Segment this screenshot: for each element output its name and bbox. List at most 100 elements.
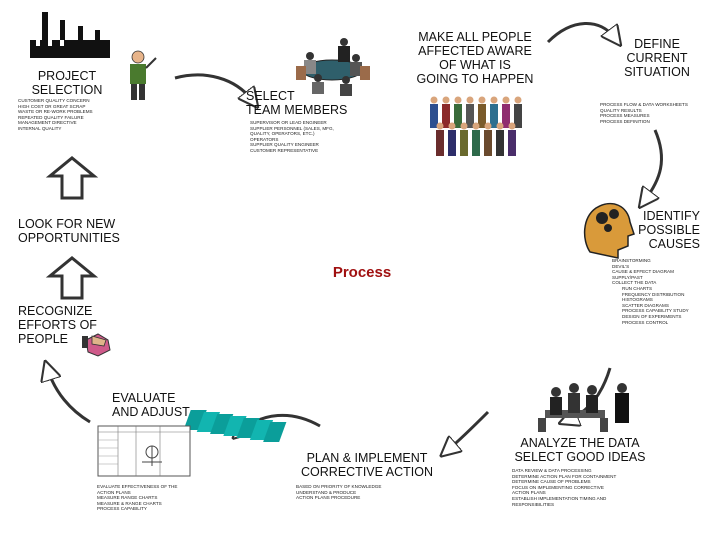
analysis-team-icon bbox=[538, 383, 629, 432]
identify-causes-bullets: BRAINSTORMING DEVIL'S CAUSE & EFFECT DIA… bbox=[612, 258, 689, 325]
list-item: CUSTOMER REPRESENTATIVE bbox=[250, 147, 319, 153]
heading-line: SELECTION bbox=[31, 83, 103, 97]
list-item: MEASURE & RANGE CHARTS bbox=[97, 500, 162, 506]
analyze-data-bullets: DATA REVIEW & DATA PROCESSING DETERMINE … bbox=[512, 468, 616, 507]
list-item: OPERATORS bbox=[250, 136, 279, 142]
list-item: SUPERVISOR OR LEAD ENGINEER bbox=[250, 120, 327, 125]
heading-line: MAKE ALL PEOPLE bbox=[418, 30, 532, 44]
curved-arrow-icon bbox=[645, 129, 664, 200]
heading-line: AND ADJUST bbox=[112, 405, 190, 419]
people-crowd-icon bbox=[430, 96, 522, 156]
list-item: RESPONSIBILITIES bbox=[512, 501, 555, 507]
select-team-heading: SELECT TEAM MEMBERS bbox=[246, 89, 347, 117]
list-item: PROCESS FLOW & DATA WORKSHEETS bbox=[600, 102, 688, 107]
list-item: SUPPLIER PERSONNEL (SALES, MFG, bbox=[250, 125, 334, 131]
handshake-icon bbox=[82, 333, 111, 357]
heading-line: EVALUATE bbox=[112, 391, 176, 405]
list-item: COLLECT THE DATA bbox=[612, 280, 657, 286]
list-item: SUPPLIER QUALITY ENGINEER bbox=[250, 142, 319, 148]
list-item: HISTOGRAMS bbox=[622, 297, 653, 303]
heading-line: RECOGNIZE bbox=[18, 304, 93, 318]
heading-line: AFFECTED AWARE bbox=[418, 44, 532, 58]
plan-implement-bullets: BASED ON PRIORITY OF KNOWLEDGE UNDERSTAN… bbox=[296, 484, 381, 501]
evaluate-heading: EVALUATE AND ADJUST bbox=[112, 391, 190, 419]
curved-arrow-icon bbox=[448, 410, 490, 450]
chart-worksheet-icon bbox=[97, 425, 191, 477]
list-item: FOCUS ON IMPLEMENTING CORRECTIVE bbox=[512, 484, 604, 490]
heading-line: ANALYZE THE DATA bbox=[520, 436, 640, 450]
heading-line: LOOK FOR NEW bbox=[18, 217, 116, 231]
diagram-title: Process bbox=[332, 264, 392, 281]
heading-line: SELECT GOOD IDEAS bbox=[514, 450, 646, 464]
heading-line: GOING TO HAPPEN bbox=[416, 72, 534, 86]
list-item: UNDERSTAND & PRODUCE bbox=[296, 489, 357, 495]
list-item: ACTION PLANS PROCEDURE bbox=[296, 495, 361, 501]
list-item: EVALUATE EFFECTIVENESS OF THE bbox=[97, 484, 178, 489]
define-situation-bullets: PROCESS FLOW & DATA WORKSHEETS QUALITY R… bbox=[600, 102, 688, 124]
analyze-data-heading: ANALYZE THE DATA SELECT GOOD IDEAS bbox=[500, 436, 660, 464]
heading-line: CAUSES bbox=[648, 237, 700, 251]
list-item: DESIGN OF EXPERIMENTS bbox=[622, 313, 682, 319]
heading-line: OF WHAT IS bbox=[439, 58, 511, 72]
list-item: MANAGEMENT DIRECTIVE bbox=[18, 120, 77, 126]
define-situation-heading: DEFINE CURRENT SITUATION bbox=[612, 37, 702, 79]
list-item: HIGH COST OR GREAT SCRAP bbox=[18, 103, 86, 109]
list-item: DETERMINE ACTION PLAN FOR CONTAINMENT bbox=[512, 473, 617, 479]
heading-line: PLAN & IMPLEMENT bbox=[306, 451, 428, 465]
heading-line: OPPORTUNITIES bbox=[18, 231, 120, 245]
list-item: DEVIL'S bbox=[612, 263, 630, 269]
identify-causes-heading: IDENTIFY POSSIBLE CAUSES bbox=[610, 209, 700, 251]
list-item: BRAINSTORMING bbox=[612, 258, 651, 263]
meeting-icon bbox=[296, 38, 370, 96]
select-team-bullets: SUPERVISOR OR LEAD ENGINEER SUPPLIER PER… bbox=[250, 120, 334, 154]
list-item: ESTABLISH IMPLEMENTATION TIMING AND bbox=[512, 495, 607, 501]
up-arrow-icon bbox=[45, 156, 99, 200]
heading-line: EFFORTS OF bbox=[18, 318, 97, 332]
curved-arrow-icon bbox=[48, 370, 91, 424]
list-item: QUALITY, OPERATORS, ETC.) bbox=[250, 131, 315, 137]
heading-line: SITUATION bbox=[624, 65, 690, 79]
list-item: ACTION PLANS bbox=[97, 489, 131, 495]
list-item: MEASURE RANGE CHARTS bbox=[97, 495, 158, 501]
make-aware-heading: MAKE ALL PEOPLE AFFECTED AWARE OF WHAT I… bbox=[405, 30, 545, 86]
evaluate-bullets: EVALUATE EFFECTIVENESS OF THE ACTION PLA… bbox=[97, 484, 177, 512]
list-item: CAUSE & EFFECT DIAGRAM bbox=[612, 269, 674, 275]
opportunities-heading: LOOK FOR NEW OPPORTUNITIES bbox=[18, 217, 120, 245]
heading-line: CORRECTIVE ACTION bbox=[301, 465, 433, 479]
heading-line: PROJECT bbox=[37, 69, 97, 83]
project-selection-heading: PROJECT SELECTION bbox=[20, 69, 114, 97]
list-item: DATA REVIEW & DATA PROCESSING bbox=[512, 468, 592, 473]
factory-icon bbox=[30, 12, 110, 58]
list-item: WASTE OR RE-WORK PROBLEMS bbox=[18, 109, 93, 115]
list-item: PROCESS CONTROL bbox=[622, 319, 669, 325]
documents-icon bbox=[183, 410, 287, 442]
list-item: BASED ON PRIORITY OF KNOWLEDGE bbox=[296, 484, 382, 489]
heading-line: PEOPLE bbox=[18, 332, 69, 346]
project-selection-bullets: CUSTOMER QUALITY CONCERN HIGH COST OR GR… bbox=[18, 98, 93, 132]
heading-line: IDENTIFY bbox=[643, 209, 700, 223]
list-item: PROCESS CAPABILITY STUDY bbox=[622, 308, 689, 314]
presenter-icon bbox=[130, 50, 157, 100]
heading-line: DEFINE bbox=[634, 37, 680, 51]
thinking-head-icon bbox=[583, 202, 635, 259]
up-arrow-icon bbox=[45, 256, 99, 300]
list-item: QUALITY RESULTS bbox=[600, 107, 642, 113]
curved-arrow-icon bbox=[546, 22, 615, 42]
list-item: SUPPLY/PAST bbox=[612, 274, 643, 280]
list-item: CUSTOMER QUALITY CONCERN bbox=[18, 98, 90, 103]
curved-arrow-icon bbox=[174, 73, 252, 100]
list-item: ACTION PLANS bbox=[512, 490, 546, 496]
list-item: INTERNAL QUALITY bbox=[18, 125, 62, 131]
recognize-heading: RECOGNIZE EFFORTS OF PEOPLE bbox=[18, 304, 97, 346]
heading-line: SELECT bbox=[246, 89, 295, 103]
heading-line: TEAM MEMBERS bbox=[246, 103, 348, 117]
list-item: DETERMINE CAUSE OF PROBLEMS bbox=[512, 479, 591, 485]
list-item: PROCESS CAPABILITY bbox=[97, 506, 147, 512]
list-item: RUN CHARTS bbox=[622, 285, 653, 291]
plan-implement-heading: PLAN & IMPLEMENT CORRECTIVE ACTION bbox=[292, 451, 442, 479]
list-item: PROCESS DEFINITION bbox=[600, 118, 650, 124]
heading-line: POSSIBLE bbox=[638, 223, 700, 237]
list-item: FREQUENCY DISTRIBUTION bbox=[622, 291, 685, 297]
heading-line: CURRENT bbox=[626, 51, 688, 65]
